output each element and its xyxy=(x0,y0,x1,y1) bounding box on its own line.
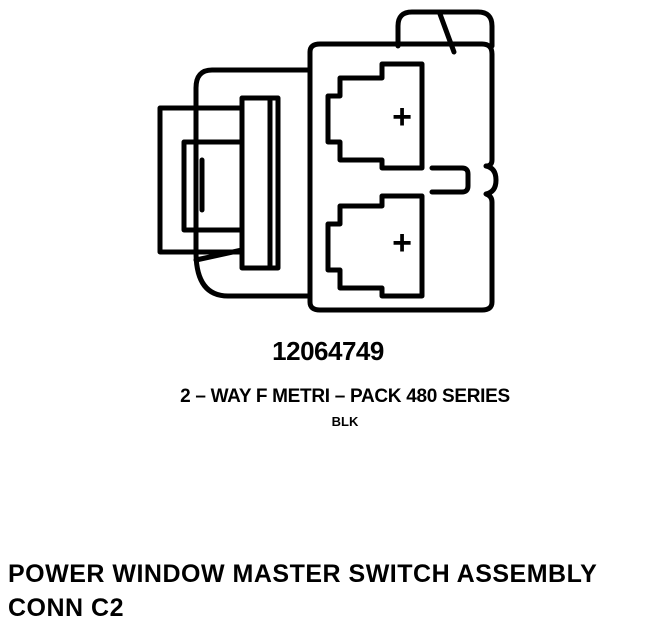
latch-lever xyxy=(395,9,495,49)
terminal-1-symbol: + xyxy=(392,98,412,136)
connector-diagram: + + xyxy=(157,9,499,313)
terminal-cavity-2 xyxy=(325,193,425,299)
connector-housing xyxy=(307,41,499,313)
cavity-divider xyxy=(429,165,471,195)
connector-rear-shell xyxy=(193,67,313,299)
connector-description: 2 – WAY F METRI – PACK 480 SERIES xyxy=(180,386,510,407)
terminal-cavity-1 xyxy=(325,61,425,171)
connector-face-plate xyxy=(239,95,281,271)
wire-seal xyxy=(157,105,245,255)
part-number: 12064749 xyxy=(272,336,384,366)
connector-name: CONN C2 xyxy=(8,594,125,622)
wire-seal-inner xyxy=(181,139,245,233)
diagram-title: POWER WINDOW MASTER SWITCH ASSEMBLY xyxy=(8,560,598,588)
terminal-2-symbol: + xyxy=(392,224,412,262)
connector-color: BLK xyxy=(331,414,359,429)
